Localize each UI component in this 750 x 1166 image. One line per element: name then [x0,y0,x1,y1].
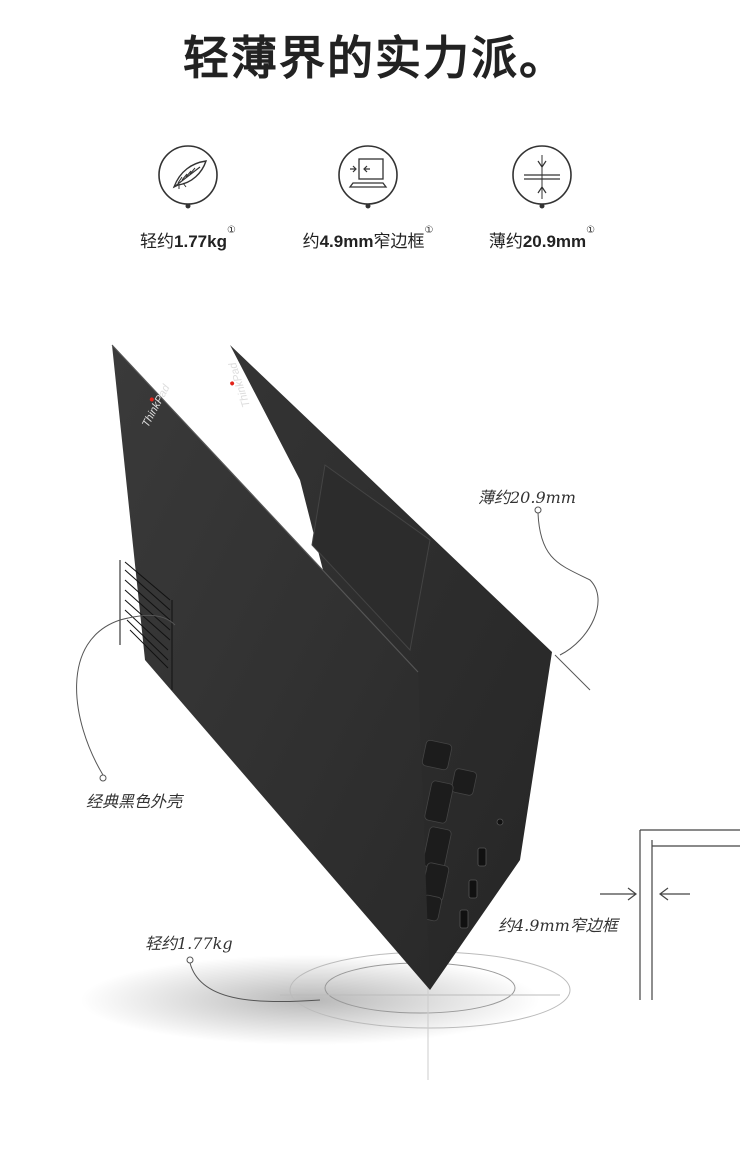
feature-thickness: 薄约20.9mm① [442,145,642,252]
thickness-icon [510,145,574,209]
product-illustration: ThinkPad ThinkPad [0,300,750,1161]
feature-bezel: 约4.9mm窄边框① [268,145,468,252]
feature-weight: 轻约1.77kg① [88,145,288,252]
feature-weight-label: 轻约1.77kg① [140,225,236,251]
annotation-bezel: 约4.9mm窄边框 [498,916,618,935]
narrow-bezel-icon [336,145,400,209]
feature-bezel-label: 约4.9mm窄边框① [302,225,434,251]
laptop-graphic: ThinkPad ThinkPad [76,344,740,1080]
feature-thickness-label: 薄约20.9mm① [488,225,596,251]
feather-icon [156,145,220,209]
annotation-shell: 经典黑色外壳 [86,792,183,811]
page-title: 轻薄界的实力派。 [183,32,567,84]
annotation-weight: 轻约1.77kg [145,934,233,953]
annotation-thickness: 薄约20.9mm [478,488,576,507]
